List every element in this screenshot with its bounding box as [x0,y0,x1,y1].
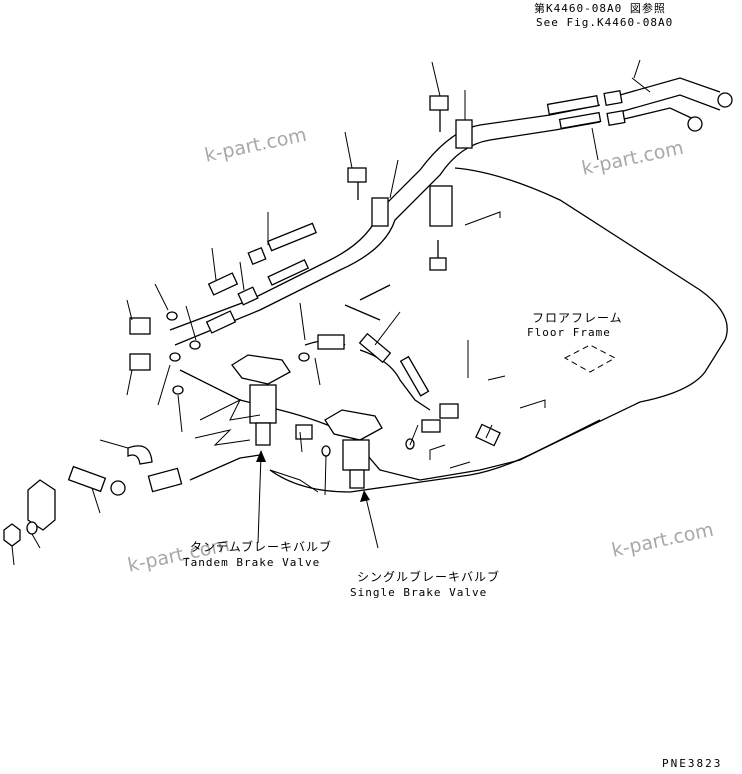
single-brake-valve-label-jp: シングルブレーキバルブ [357,570,501,584]
floor-frame-label-en: Floor Frame [527,326,611,339]
floor-frame-label-jp: フロアフレーム [532,311,623,325]
drawing-code: PNE3823 [662,757,723,770]
hose-segments [205,89,733,397]
single-brake-valve [324,409,383,489]
clamps-bolts [347,95,473,271]
tandem-brake-valve [231,354,291,446]
hatching [194,398,319,493]
tandem-brake-valve-label-jp: タンデムブレーキバルブ [190,540,333,554]
fittings [3,311,501,547]
reference-label-jp: 第K4460-08A0 図参照 [534,2,666,15]
tandem-brake-valve-label-en: Tandem Brake Valve [183,556,321,569]
single-brake-valve-label-en: Single Brake Valve [350,586,488,599]
reference-label-en: See Fig.K4460-08A0 [536,16,674,29]
floor-frame-outline [269,167,728,493]
leader-lines [11,59,651,566]
